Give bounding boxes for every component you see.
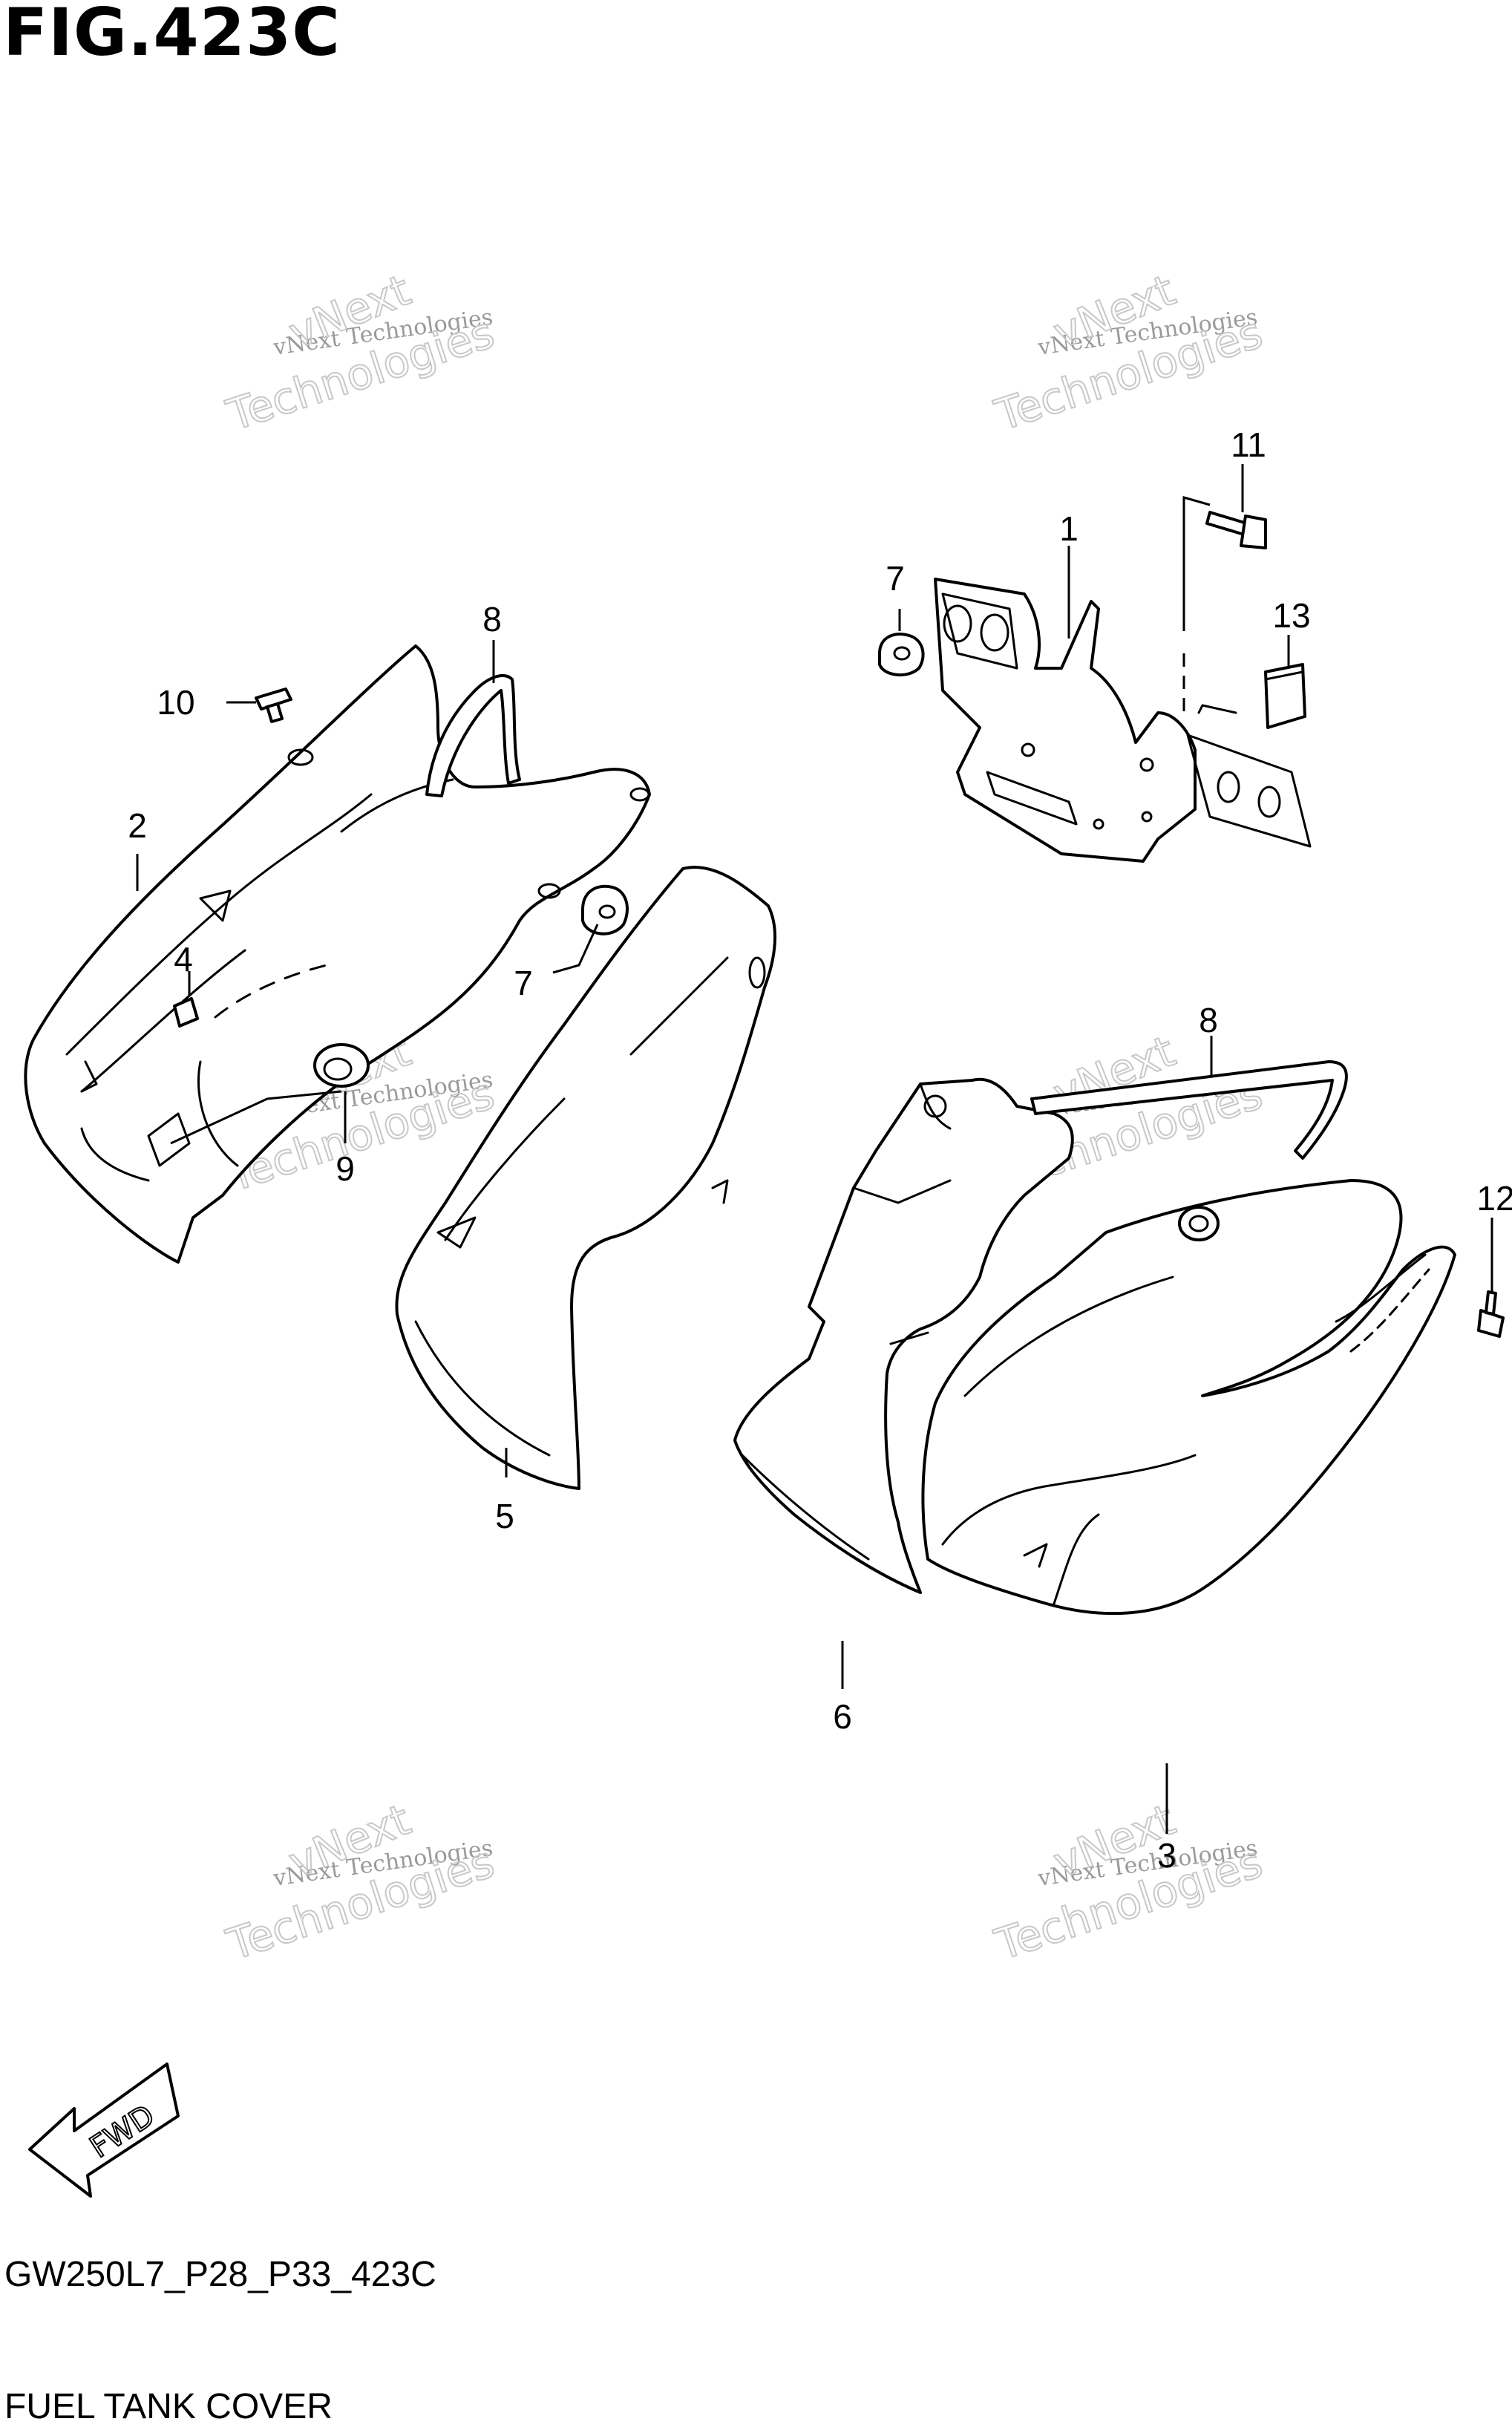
callout-8-lower: 8	[1199, 1001, 1218, 1039]
part-4-nut-clip	[173, 997, 199, 1028]
figure-name: FUEL TANK COVER	[4, 2387, 333, 2426]
callout-4: 4	[174, 940, 193, 979]
part-7-grommet-bracket	[878, 633, 925, 677]
callout-2: 2	[128, 806, 147, 845]
part-3-right-tank-cover	[921, 1179, 1456, 1616]
callout-9: 9	[336, 1149, 355, 1188]
callout-11: 11	[1231, 425, 1266, 464]
figure-title: FIG.423C	[3, 0, 341, 71]
callout-7-bracket: 7	[886, 559, 905, 598]
watermark-top-right: vNext Technologies vNext Technologies	[988, 264, 1269, 441]
leader-lines	[136, 464, 1493, 1834]
part-9-grommet	[313, 1043, 370, 1088]
part-5-left-lower-cover	[395, 866, 776, 1490]
part-2-left-tank-cover	[24, 644, 651, 1264]
callout-3: 3	[1157, 1836, 1176, 1875]
callout-8-upper: 8	[482, 600, 502, 639]
part-6-right-inner-cover	[733, 1077, 1074, 1594]
figure-code: GW250L7_P28_P33_423C	[4, 2255, 436, 2294]
part-10-screw	[255, 688, 292, 723]
callout-13: 13	[1272, 596, 1310, 635]
part-1-bracket	[934, 578, 1312, 863]
part-8-lower-rubber-strip	[1030, 1060, 1348, 1160]
part-11-bolt	[1205, 511, 1267, 549]
callout-7-middle: 7	[514, 964, 533, 1002]
callout-labels: 1 2 3 4 5 6 7 7 8 8 9 10 11 12 13	[128, 425, 1512, 1875]
part-8-upper-rubber-strip	[425, 674, 521, 797]
callout-12: 12	[1476, 1179, 1512, 1218]
callout-1: 1	[1059, 509, 1079, 548]
watermark-bottom-right: vNext Technologies vNext Technologies	[988, 1793, 1269, 1970]
callout-5: 5	[495, 1497, 514, 1535]
watermark-bottom-left: vNext Technologies vNext Technologies	[220, 1793, 500, 1970]
part-7-grommet-middle	[581, 884, 629, 935]
fwd-arrow-icon: FWD	[28, 2063, 180, 2198]
part-13-clip	[1264, 663, 1306, 729]
watermark-top-left: vNext Technologies vNext Technologies	[220, 264, 500, 441]
callout-10: 10	[157, 683, 194, 722]
callout-6: 6	[833, 1697, 852, 1736]
part-12-screw	[1477, 1290, 1505, 1338]
